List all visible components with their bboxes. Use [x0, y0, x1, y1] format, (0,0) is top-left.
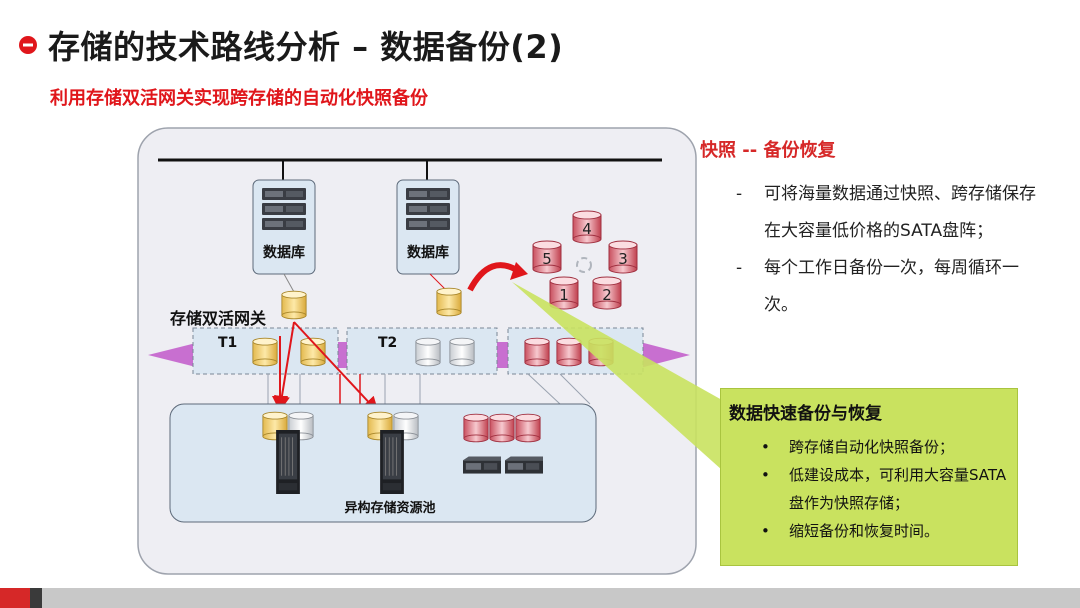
svg-text:3: 3 [618, 250, 628, 268]
list-item: -每个工作日备份一次，每周循环一次。 [736, 258, 1019, 315]
server-rack-icon [406, 188, 450, 200]
svg-text:4: 4 [582, 220, 592, 238]
refresh-icon [576, 257, 592, 273]
t2-label: T2 [378, 335, 397, 351]
list-item: •低建设成本，可利用大容量SATA盘作为快照存储； [761, 466, 1007, 512]
pool-label: 异构存储资源池 [344, 500, 435, 516]
gateway-label: 存储双活网关 [170, 309, 266, 328]
server-rack-icon [262, 188, 306, 200]
callout-title: 数据快速备份与恢复 [729, 404, 882, 424]
title-bar: 存储的技术路线分析 – 数据备份(2) [18, 22, 563, 68]
storage-cabinet-icon [380, 430, 404, 494]
database-server-1: 数据库 [252, 179, 316, 275]
callout-box: 数据快速备份与恢复 •跨存储自动化快照备份； •低建设成本，可利用大容量SATA… [720, 388, 1018, 566]
footer-bar [0, 588, 1080, 608]
snapshot-disks: 4 5 3 1 2 [532, 210, 638, 310]
svg-text:1: 1 [559, 286, 569, 304]
svg-text:2: 2 [602, 286, 612, 304]
list-item: •跨存储自动化快照备份； [761, 438, 955, 456]
right-bullets: -可将海量数据通过快照、跨存储保存在大容量低价格的SATA盘阵； -每个工作日备… [736, 176, 1036, 324]
db2-label: 数据库 [407, 244, 449, 261]
t1-label: T1 [218, 335, 237, 351]
callout-pointer [512, 282, 722, 470]
storage-cabinet-icon [276, 430, 300, 494]
svg-text:5: 5 [542, 250, 552, 268]
db1-label: 数据库 [263, 244, 305, 261]
cylinder-disk-icon [281, 290, 307, 320]
list-item: •缩短备份和恢复时间。 [761, 522, 940, 540]
cylinder-disk-icon [436, 287, 462, 317]
database-server-2: 数据库 [396, 179, 460, 275]
callout-list: •跨存储自动化快照备份； •低建设成本，可利用大容量SATA盘作为快照存储； •… [761, 433, 1011, 545]
page-subtitle: 利用存储双活网关实现跨存储的自动化快照备份 [50, 88, 428, 109]
plus-circle-icon [19, 36, 37, 54]
list-item: -可将海量数据通过快照、跨存储保存在大容量低价格的SATA盘阵； [736, 184, 1036, 241]
right-heading: 快照 -- 备份恢复 [700, 140, 836, 161]
page-title: 存储的技术路线分析 – 数据备份(2) [48, 28, 564, 66]
